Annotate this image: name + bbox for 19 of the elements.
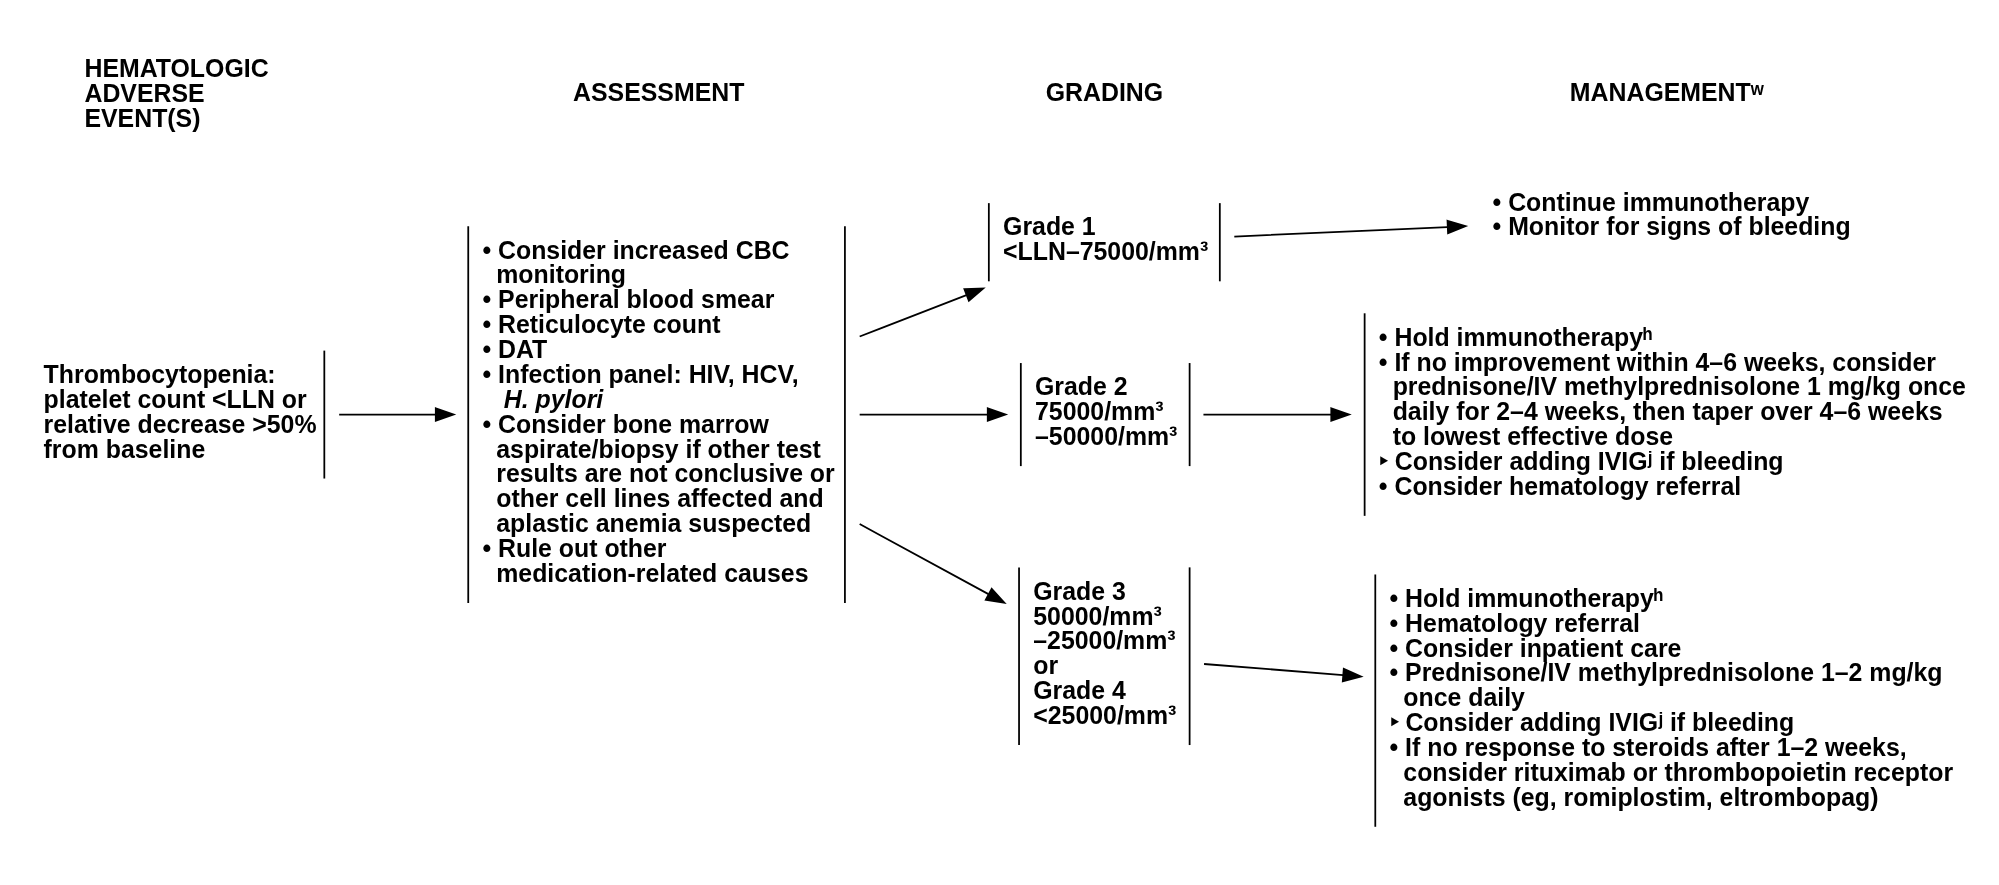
node-text: Grade 2 75000/mm³ –50000/mm³ [1035, 371, 1178, 450]
arrow [858, 406, 1009, 422]
label: ASSESSMENT [573, 77, 745, 106]
arrow [338, 406, 457, 422]
arrow [858, 287, 986, 337]
arrow [1202, 406, 1352, 422]
node-text: Thrombocytopenia: platelet count <LLN or relative decrease >50% from baseline [43, 359, 317, 463]
node-text: • Continue immunotherapy • Monitor for signs of bleeding [1492, 187, 1851, 240]
label: GRADING [1045, 77, 1164, 106]
node-text: • Hold immunotherapyʰ • Hematology referral • Consider inpatient care • Prednisone/IV methylprednisolone 1–2 mg/kg once daily ‣ Consider adding IVIGʲ if bleeding • If no response to steroids after 1–2 weeks, consider rituximab or thrombopoietin receptor agonists (eg, romiplostim, eltrombopag) [1389, 583, 1954, 811]
node-text: • Consider increased CBC monitoring • Peripheral blood smear • Reticulocyte count • DAT • Infection panel: HIV, HCV, H. pylori • Consider bone marrow aspirate/biopsy if other test results are not conclusive or other cell lines affected and aplastic anemia suspected • Rule out other medication-related causes [482, 235, 835, 587]
arrow [1233, 219, 1469, 237]
label: HEMATOLOGIC ADVERSE EVENT(S) [84, 53, 269, 132]
arrow [858, 522, 1007, 604]
label: MANAGEMENTʷ [1569, 77, 1764, 106]
node-text: • Hold immunotherapyʰ • If no improvement within 4–6 weeks, consider prednisone/IV methylprednisolone 1 mg/kg once daily for 2–4 weeks, then taper over 4–6 weeks to lowest effective dose ‣ Consider adding IVIGʲ if bleeding • Consider hematology referral [1378, 322, 1966, 500]
arrow [1203, 662, 1364, 682]
node-text: Grade 3 50000/mm³ –25000/mm³ or Grade 4 <25000/mm³ [1033, 576, 1177, 729]
node-text: Grade 1 <LLN–75000/mm³ [1003, 211, 1209, 265]
